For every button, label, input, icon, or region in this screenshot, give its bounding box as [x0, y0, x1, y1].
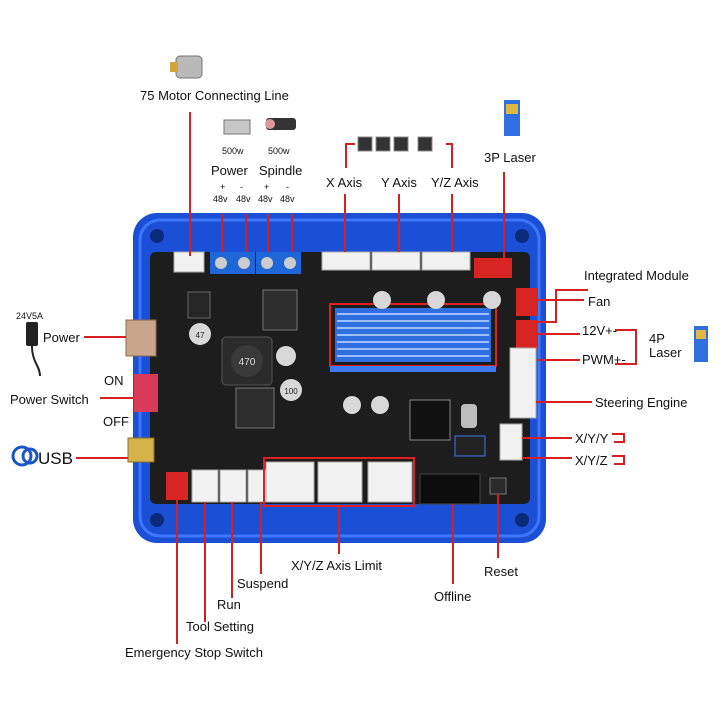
yz-axis-label: Y/Z Axis: [431, 175, 479, 190]
stepper-motor-icon-y1: [375, 136, 391, 152]
terminal-screw-3: [261, 257, 273, 269]
capacitor-6: [483, 291, 501, 309]
power-wattage-label: 500w: [222, 146, 244, 156]
spindle-v2: 48v: [280, 194, 295, 204]
small-ic: [187, 291, 211, 319]
power-jack: [125, 319, 157, 357]
capacitor-1-value: 47: [196, 331, 205, 340]
laser-4p-connector: [516, 320, 538, 350]
power-supply-icon: [223, 119, 251, 135]
reset-label: Reset: [484, 564, 518, 579]
suspend-label: Suspend: [237, 576, 289, 591]
y-axis-label: Y Axis: [381, 175, 417, 190]
tool-setting-connector: [191, 469, 219, 503]
spindle-minus: -: [286, 182, 289, 192]
tool-setting-label: Tool Setting: [186, 619, 254, 634]
power-in-label: Power: [43, 330, 80, 345]
driver-header-strip: [330, 366, 496, 372]
offline-header: [419, 473, 481, 505]
capacitor-8: [371, 396, 389, 414]
offline-label: Offline: [434, 589, 472, 604]
power-switch-body: [134, 374, 158, 412]
power-switch-label: Power Switch: [10, 392, 89, 407]
power-v1: 48v: [213, 194, 228, 204]
limit-connector-2: [317, 461, 363, 503]
spindle-plus: +: [264, 182, 270, 192]
run-connector: [219, 469, 247, 503]
case-hole-br: [515, 513, 529, 527]
laser-3p-label: 3P Laser: [484, 150, 536, 165]
x-axis-connector: [321, 251, 371, 271]
steering-engine-label: Steering Engine: [595, 395, 688, 410]
inductor-core: [231, 345, 263, 377]
heatsink-fins: [337, 313, 489, 357]
xyy-xyz-jumper: [499, 423, 523, 461]
usb-cable-icon: [11, 445, 39, 467]
fan-connector: [516, 288, 538, 316]
power-minus: -: [240, 182, 243, 192]
laser-3p-connector: [474, 258, 512, 278]
laser-3p-icon: [504, 100, 520, 136]
steering-connector: [509, 347, 537, 419]
adapter-rating-label: 24V5A: [16, 311, 44, 321]
pwm-label: PWM+-: [582, 352, 626, 367]
laser-4p-icon: [694, 326, 708, 362]
limit-connector-1: [265, 461, 315, 503]
capacitor-1: [189, 323, 211, 345]
on-label: ON: [104, 373, 124, 388]
inductor-code: 470: [239, 357, 256, 368]
regulator-2: [235, 387, 275, 429]
usb-port: [127, 437, 155, 463]
limit-connector-3: [367, 461, 413, 503]
y-axis-connector: [371, 251, 421, 271]
leader-lines: [76, 112, 637, 644]
capacitor-4: [373, 291, 391, 309]
fan-label: Fan: [588, 294, 611, 309]
power-v2: 48v: [236, 194, 251, 204]
spindle-icon: [265, 118, 296, 130]
stepper-motor-icon-yz: [417, 136, 433, 152]
capacitor-5: [427, 291, 445, 309]
capacitor-7: [343, 396, 361, 414]
reset-button: [489, 477, 507, 495]
mcu-chip: [409, 399, 451, 441]
power-plus: +: [220, 182, 226, 192]
case-hole-bl: [150, 513, 164, 527]
off-label: OFF: [103, 414, 129, 429]
v12-label: 12V+-: [582, 323, 618, 338]
power-adapter-icon: [26, 322, 41, 377]
stepper-motor-icon-x: [357, 136, 373, 152]
crystal: [461, 404, 477, 428]
jumper-pins: [454, 435, 486, 457]
yz-axis-connector: [421, 251, 471, 271]
case-hole-tr: [515, 229, 529, 243]
axis-limit-label: X/Y/Z Axis Limit: [291, 558, 383, 573]
capacitor-3-value: 100: [284, 387, 298, 396]
run-label: Run: [217, 597, 241, 612]
capacitor-3: [280, 379, 302, 401]
estop-connector: [166, 472, 188, 500]
integrated-module-label: Integrated Module: [584, 268, 689, 283]
power-label: Power: [211, 163, 248, 178]
xyy-label: X/Y/Y: [575, 431, 609, 446]
dc-motor-icon: [170, 55, 203, 79]
motor-line-label: 75 Motor Connecting Line: [140, 88, 289, 103]
laser-4p-label-a: 4P: [649, 331, 665, 346]
case-hole-tl: [150, 229, 164, 243]
laser-4p-label-b: Laser: [649, 345, 682, 360]
terminal-screw-4: [284, 257, 296, 269]
capacitor-2: [276, 346, 296, 366]
terminal-screw-2: [238, 257, 250, 269]
spindle-label: Spindle: [259, 163, 303, 178]
xyz-label: X/Y/Z: [575, 453, 608, 468]
estop-label: Emergency Stop Switch: [125, 645, 264, 660]
stepper-motor-icon-y2: [393, 136, 409, 152]
terminal-screw-1: [215, 257, 227, 269]
usb-label: USB: [38, 449, 73, 468]
spindle-wattage-label: 500w: [268, 146, 290, 156]
spindle-v1: 48v: [258, 194, 273, 204]
regulator-1: [262, 289, 298, 331]
x-axis-label: X Axis: [326, 175, 363, 190]
